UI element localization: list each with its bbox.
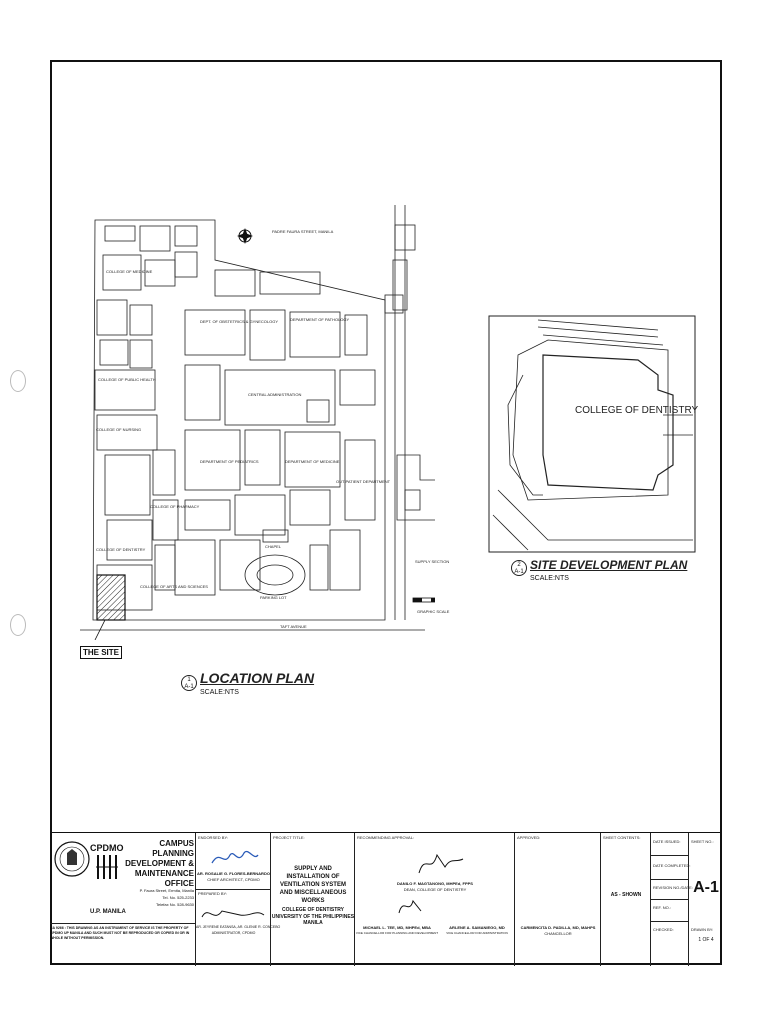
sheet-total: 4 bbox=[710, 937, 714, 943]
building-opd: OUT-PATIENT DEPARTMENT bbox=[336, 479, 391, 484]
office-tel: Tel. No. 525-2233 bbox=[162, 895, 194, 900]
project-location-1: COLLEGE OF DENTISTRY bbox=[281, 907, 345, 913]
location-plan-map bbox=[80, 205, 435, 640]
street-label-north: PADRE FAURA STREET, MANILA bbox=[272, 229, 334, 234]
endorser-role: CHIEF ARCHITECT, CPDMO bbox=[207, 877, 260, 882]
sheet-contents: AS - SHOWN bbox=[610, 892, 642, 898]
site-plan-title: SITE DEVELOPMENT PLAN bbox=[530, 558, 688, 572]
bar-scale-label: GRAPHIC SCALE bbox=[417, 609, 450, 614]
rec2-signature bbox=[398, 899, 422, 914]
building-dept-pathology: DEPARTMENT OF PATHOLOGY bbox=[290, 317, 350, 322]
project-location-2: UNIVERSITY OF THE PHILIPPINES MANILA bbox=[271, 914, 355, 926]
sheet-contents-cell: SHEET CONTENTS: AS - SHOWN bbox=[600, 833, 650, 966]
the-site-label: THE SITE bbox=[80, 646, 123, 659]
building-supply: SUPPLY SECTION bbox=[415, 559, 450, 564]
north-arrow-icon bbox=[237, 228, 253, 244]
building-college-dentistry: COLLEGE OF DENTISTRY bbox=[96, 547, 146, 552]
approver-name: CARMENCITA D. PADILLA, MD, MAHPS bbox=[520, 925, 596, 930]
building-parking: PARKING LOT bbox=[260, 595, 287, 600]
sheet-contents-header: SHEET CONTENTS: bbox=[603, 835, 641, 840]
rec1-role: DEAN, COLLEGE OF DENTISTRY bbox=[403, 887, 467, 892]
up-seal-icon bbox=[54, 841, 90, 877]
date-completed: DATE COMPLETED: bbox=[653, 863, 691, 868]
project-title-cell: PROJECT TITLE: SUPPLY AND INSTALLATION O… bbox=[270, 833, 354, 966]
preparer-name: AR. JEYRENE EATANSA, AR. GLENIE R. CONCE… bbox=[196, 925, 281, 929]
dates-cell: DATE ISSUED: DATE COMPLETED: REVISION NO… bbox=[650, 833, 693, 966]
endorsed-cell: ENDORSED BY: AR. ROSALIE G. FLORES-BERNA… bbox=[195, 833, 281, 966]
university-short: U.P. MANILA bbox=[90, 909, 126, 915]
location-plan-tag: 1 A-1 bbox=[181, 675, 197, 691]
rec1-name: DANILO F. MAGTANONG, MHPEd, FPPS bbox=[397, 881, 473, 886]
rec3-name: ARLENE A. SAMANIEGO, MD bbox=[449, 925, 505, 930]
endorser-signature bbox=[211, 850, 259, 864]
office-name: CAMPUS PLANNING DEVELOPMENT & MAINTENANC… bbox=[125, 839, 194, 888]
preparer-signature bbox=[201, 910, 265, 918]
preparer-role: ADMINISTRATOR, CPDMO bbox=[211, 931, 256, 935]
ref-no: REF. NO.: bbox=[653, 905, 672, 910]
sheet-no-header: SHEET NO.: bbox=[691, 839, 714, 844]
office-telefax: Telefax No. 528-9630 bbox=[155, 902, 194, 907]
building-central-admin: CENTRAL ADMINISTRATION bbox=[248, 392, 302, 397]
rec1-signature bbox=[418, 853, 464, 874]
location-plan-number: 1 bbox=[187, 677, 191, 683]
location-plan-title: LOCATION PLAN bbox=[200, 670, 315, 686]
disclaimer: RA 9266 : THIS DRAWING AS AN INSTRUMENT … bbox=[50, 923, 195, 941]
building-college-medicine: COLLEGE OF MEDICINE bbox=[106, 269, 153, 274]
drawing-sheet bbox=[50, 60, 722, 965]
binder-hole-bottom bbox=[10, 614, 26, 636]
building-college-public-health: COLLEGE OF PUBLIC HEALTH bbox=[98, 377, 156, 382]
project-title-header: PROJECT TITLE: bbox=[273, 835, 305, 840]
approved-cell: APPROVED: CARMENCITA D. PADILLA, MD, MAH… bbox=[514, 833, 600, 966]
site-plan-number: 2 bbox=[517, 562, 521, 568]
prepared-by-header: PREPARED BY: bbox=[198, 891, 228, 896]
title-block: CPDMO CAMPUS PLANNING DEVELOPMENT & MAIN… bbox=[50, 832, 722, 966]
endorsed-by-header: ENDORSED BY: bbox=[198, 835, 229, 840]
building-dept-medicine: DEPARTMENT OF MEDICINE bbox=[285, 459, 340, 464]
sheet-count: 1 OF 4 bbox=[689, 937, 723, 943]
location-plan-scale: SCALE:NTS bbox=[200, 689, 239, 696]
building-college-pharmacy: COLLEGE OF PHARMACY bbox=[150, 504, 200, 509]
building-college-nursing: COLLEGE OF NURSING bbox=[96, 427, 142, 432]
bar-scale bbox=[412, 597, 435, 603]
site-development-plan-map bbox=[488, 315, 696, 553]
project-title: SUPPLY AND INSTALLATION OF VENTILATION S… bbox=[279, 866, 347, 904]
building-dept-pediatrics: DEPARTMENT OF PEDIATRICS bbox=[200, 459, 259, 464]
site-building-label: COLLEGE OF DENTISTRY bbox=[575, 405, 699, 416]
rec2-role: VICE CHANCELLOR FOR PLANNING AND DEVELOP… bbox=[355, 931, 439, 935]
location-plan-sheet: A-1 bbox=[184, 684, 194, 690]
office-block: CPDMO CAMPUS PLANNING DEVELOPMENT & MAIN… bbox=[50, 833, 195, 966]
building-chapel: CHAPEL bbox=[265, 544, 282, 549]
office-abbr: CPDMO bbox=[90, 843, 124, 853]
sheet-no: A-1 bbox=[693, 879, 719, 896]
endorser-name: AR. ROSALIE G. FLORES-BERNARDO bbox=[197, 871, 270, 876]
sheet-of-number: 1 bbox=[698, 937, 702, 943]
date-issued: DATE ISSUED: bbox=[653, 839, 681, 844]
site-plan-tag: 2 A-1 bbox=[511, 560, 527, 576]
sheet-no-cell: SHEET NO.: A-1 DRAWN BY: 1 OF 4 bbox=[688, 833, 722, 966]
site-hatch bbox=[96, 574, 126, 621]
site-plan-scale: SCALE:NTS bbox=[530, 575, 569, 582]
office-address: P. Faura Street, Ermita, Manila bbox=[139, 888, 194, 893]
street-label-south: TAFT AVENUE bbox=[280, 624, 307, 629]
checked: CHECKED: bbox=[653, 927, 674, 932]
approver-role: CHANCELLOR bbox=[544, 931, 572, 936]
rec2-name: MICHAEL L. TEE, MD, MHPEd, MBA bbox=[363, 925, 431, 930]
binder-hole-top bbox=[10, 370, 26, 392]
approved-header: APPROVED: bbox=[517, 835, 541, 840]
recommending-header: RECOMMENDING APPROVAL: bbox=[357, 835, 415, 840]
cpdmo-logo-icon bbox=[96, 855, 118, 879]
recommending-cell: RECOMMENDING APPROVAL: DANILO F. MAGTANO… bbox=[354, 833, 514, 966]
site-plan-sheet: A-1 bbox=[514, 569, 524, 575]
building-dept-ob: DEPT. OF OBSTETRICS & GYNECOLOGY bbox=[200, 319, 279, 324]
sheet-of-word: OF bbox=[702, 937, 710, 943]
rec3-role: VICE CHANCELLOR FOR ADMINISTRATION bbox=[446, 931, 508, 935]
revision: REVISION NO./DATE: bbox=[653, 885, 693, 890]
drawn-by: DRAWN BY: bbox=[691, 927, 714, 932]
building-college-arts: COLLEGE OF ARTS AND SCIENCES bbox=[140, 584, 208, 589]
